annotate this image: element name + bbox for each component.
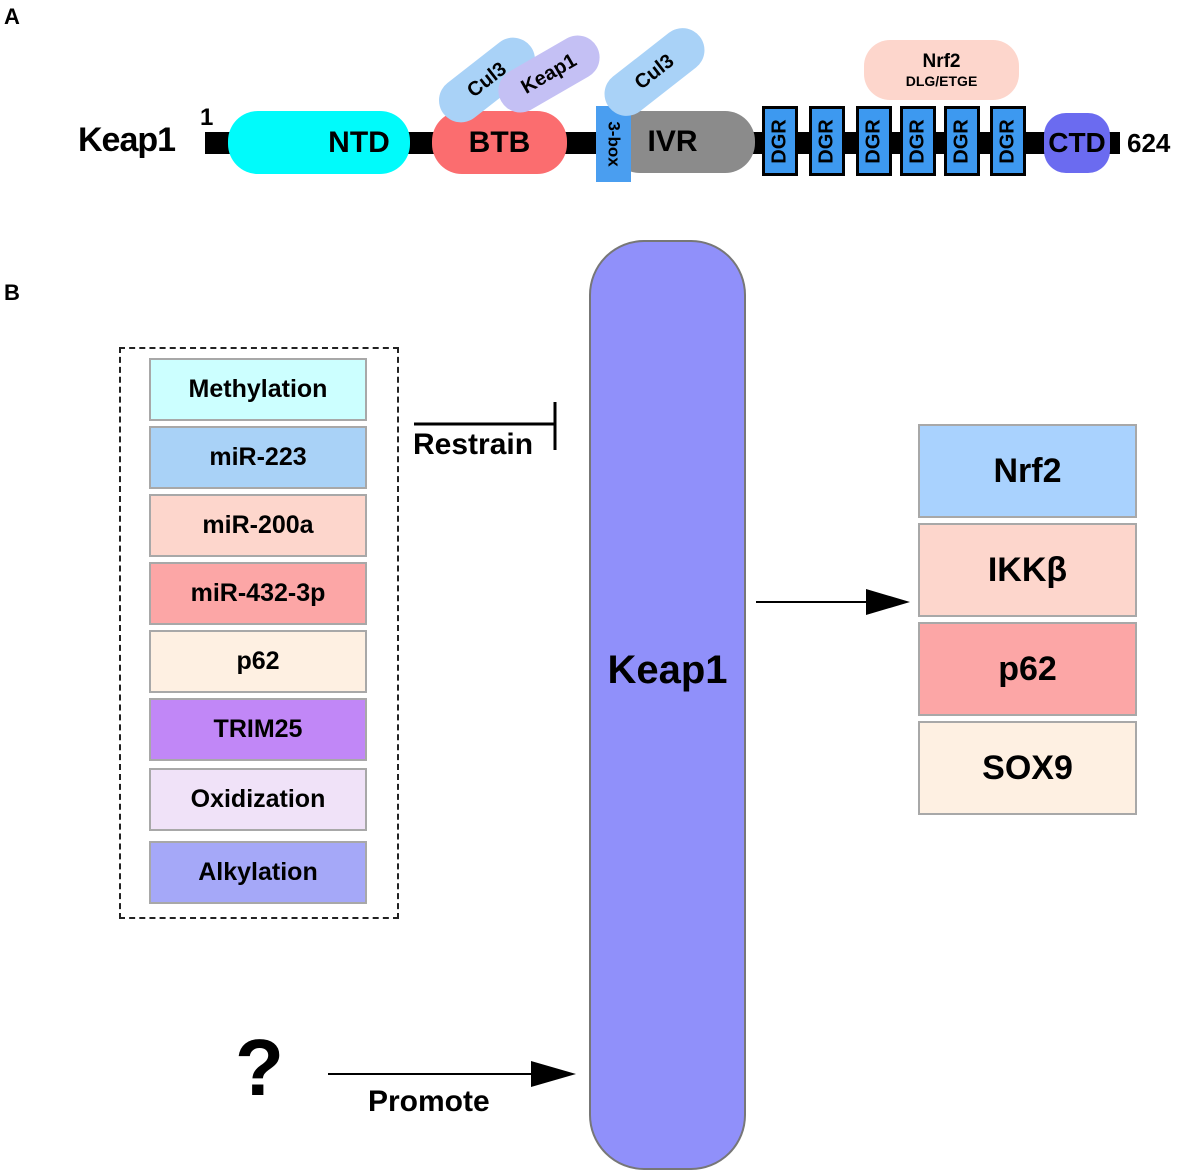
dgr-repeat: DGR: [762, 106, 798, 176]
target-sox9: SOX9: [918, 721, 1137, 815]
panel-a-label: A: [4, 4, 20, 29]
dgr-repeat: DGR: [944, 106, 980, 176]
nrf2-binder-title: Nrf2: [922, 51, 961, 72]
target-label: SOX9: [982, 748, 1073, 787]
target-nrf2: Nrf2: [918, 424, 1137, 518]
regulator-label: TRIM25: [213, 715, 303, 743]
ntd-domain: NTD: [228, 111, 410, 174]
btb-domain: BTB: [432, 111, 567, 174]
target-p62: p62: [918, 622, 1137, 716]
regulator-methylation: Methylation: [149, 358, 367, 421]
ctd-domain: CTD: [1044, 113, 1110, 173]
nrf2-binder: Nrf2 DLG/ETGE: [864, 40, 1019, 100]
unknown-promoter: ?: [235, 1023, 284, 1112]
regulator-mir-432-3p: miR-432-3p: [149, 562, 367, 625]
target-ikkb: IKKβ: [918, 523, 1137, 617]
ctd-label: CTD: [1048, 127, 1106, 158]
regulator-group: [119, 347, 399, 919]
regulator-p62: p62: [149, 630, 367, 693]
regulator-label: miR-432-3p: [190, 579, 326, 607]
keap1-column-label: Keap1: [607, 647, 728, 692]
regulator-label: miR-223: [209, 443, 307, 471]
ntd-label: NTD: [328, 125, 390, 159]
regulator-label: miR-200a: [202, 511, 314, 539]
target-label: p62: [998, 649, 1057, 688]
regulator-alkylation: Alkylation: [149, 841, 367, 904]
restrain-label: Restrain: [413, 428, 534, 461]
regulator-oxidization: Oxidization: [149, 768, 367, 831]
target-label: IKKβ: [987, 550, 1068, 589]
nrf2-binder-motif: DLG/ETGE: [905, 73, 978, 89]
dgr-repeat: DGR: [809, 106, 845, 176]
promote-arrow: [328, 1061, 576, 1087]
residue-start: 1: [200, 104, 214, 131]
btb-label: BTB: [468, 125, 531, 159]
regulator-label: p62: [236, 647, 280, 675]
target-label: Nrf2: [993, 451, 1062, 490]
panel-b-label: B: [4, 280, 20, 305]
keap1-column: Keap1: [589, 240, 746, 1170]
dgr-repeat: DGR: [990, 106, 1026, 176]
restrain-inhibition-line: [414, 402, 557, 450]
dgr-repeat: DGR: [856, 106, 892, 176]
regulator-mir-200a: miR-200a: [149, 494, 367, 557]
target-arrow: [756, 589, 910, 615]
ivr-label: IVR: [647, 125, 698, 158]
ivr-domain: IVR: [610, 111, 755, 173]
regulator-label: Oxidization: [190, 785, 326, 813]
three-box-domain: 3-box: [596, 106, 631, 182]
residue-end: 624: [1127, 128, 1171, 158]
dgr-repeat: DGR: [900, 106, 936, 176]
keap1-protein-name: Keap1: [78, 121, 176, 159]
regulator-mir-223: miR-223: [149, 426, 367, 489]
regulator-trim25: TRIM25: [149, 698, 367, 761]
promote-label: Promote: [368, 1085, 490, 1118]
regulator-label: Alkylation: [198, 858, 318, 886]
regulator-label: Methylation: [188, 375, 328, 403]
